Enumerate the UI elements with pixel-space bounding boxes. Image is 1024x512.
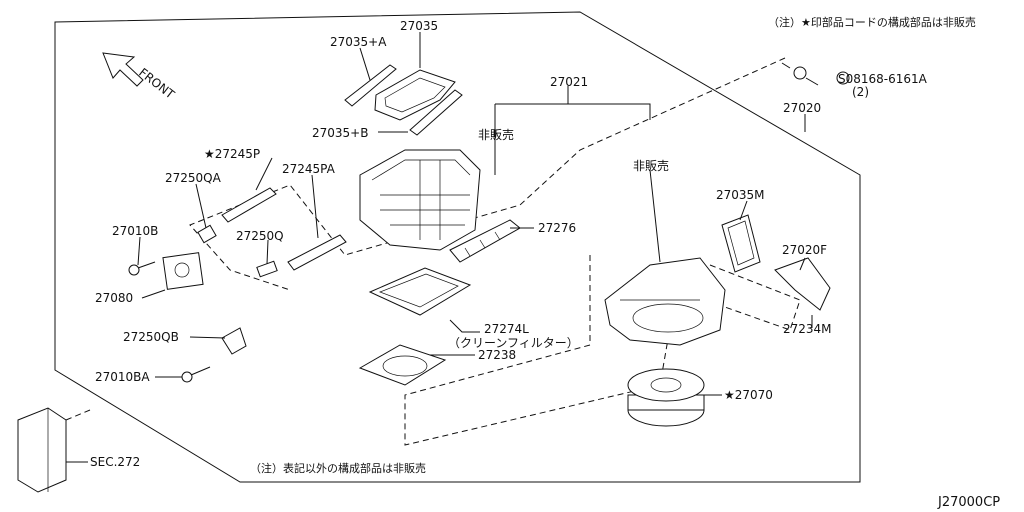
note-star-parts: （注）★印部品コードの構成部品は非販売 (768, 15, 976, 29)
control-unit-sec272-icon (17, 407, 91, 493)
seal-27035m-icon (721, 214, 761, 273)
dashed-boundary-lower (404, 255, 681, 446)
label-27245p: ★27245P (204, 147, 260, 161)
seal-27035a-icon (344, 64, 397, 107)
label-27035m: 27035M (716, 188, 765, 202)
label-08168: S08168-6161A (838, 72, 928, 86)
label-27020: 27020 (783, 101, 821, 115)
label-27035b: 27035+B (312, 126, 368, 140)
label-27070: ★27070 (724, 388, 773, 402)
standard-part-s-icon (836, 71, 850, 85)
front-arrow-icon (102, 52, 144, 87)
label-27021: 27021 (550, 75, 588, 89)
note-other-parts: （注）表記以外の構成部品は非販売 (250, 461, 426, 475)
heater-unit-27021-icon (359, 149, 481, 251)
dashed-boundary-main (189, 57, 786, 291)
cover-27238-icon (358, 344, 447, 386)
label-27080: 27080 (95, 291, 133, 305)
seal-27035-icon (374, 69, 456, 121)
label-27276: 27276 (538, 221, 576, 235)
label-not-sold-2: 非販売 (633, 158, 669, 173)
label-not-sold-1: 非販売 (478, 127, 514, 142)
drawing-code: J27000CP (937, 495, 1000, 510)
clip-27250qa-icon (197, 224, 217, 244)
linkage-27245pa-icon (287, 234, 347, 271)
dashed-boundary-right (704, 264, 801, 331)
clip-27250qb-icon (221, 327, 247, 355)
label-sec272: SEC.272 (90, 455, 140, 469)
blower-motor-27070-icon (627, 368, 705, 427)
front-label: FRONT (136, 65, 177, 102)
label-27238: 27238 (478, 348, 516, 362)
label-27250qa: 27250QA (165, 171, 222, 185)
linkage-27245p-icon (221, 187, 277, 223)
label-27010b: 27010B (112, 224, 158, 238)
label-27035: 27035 (400, 19, 438, 33)
label-27010ba: 27010BA (95, 370, 150, 384)
label-27250q: 27250Q (236, 229, 284, 243)
assembly-boundary (54, 11, 861, 483)
label-27020f: 27020F (782, 243, 827, 257)
duct-27020f-icon (774, 257, 831, 311)
actuator-27080-icon (162, 252, 204, 290)
label-27234m: 27234M (783, 322, 832, 336)
seal-27035b-icon (409, 89, 463, 136)
blower-case-27020-icon (604, 257, 726, 346)
label-27250qb: 27250QB (123, 330, 179, 344)
label-27274l: 27274L (484, 322, 529, 336)
label-27274l-desc: （クリーンフィルター） (448, 336, 579, 350)
label-27035a: 27035+A (330, 35, 387, 49)
clip-27250q-icon (256, 260, 278, 278)
label-27245pa: 27245PA (282, 162, 336, 176)
screw-27010b-icon (128, 261, 156, 276)
label-08168-qty: (2) (852, 85, 869, 99)
bolt-08168-icon (781, 62, 807, 80)
leader-lines (66, 32, 819, 463)
screw-27010ba-icon (181, 366, 211, 383)
clean-filter-27274l-icon (368, 267, 472, 316)
